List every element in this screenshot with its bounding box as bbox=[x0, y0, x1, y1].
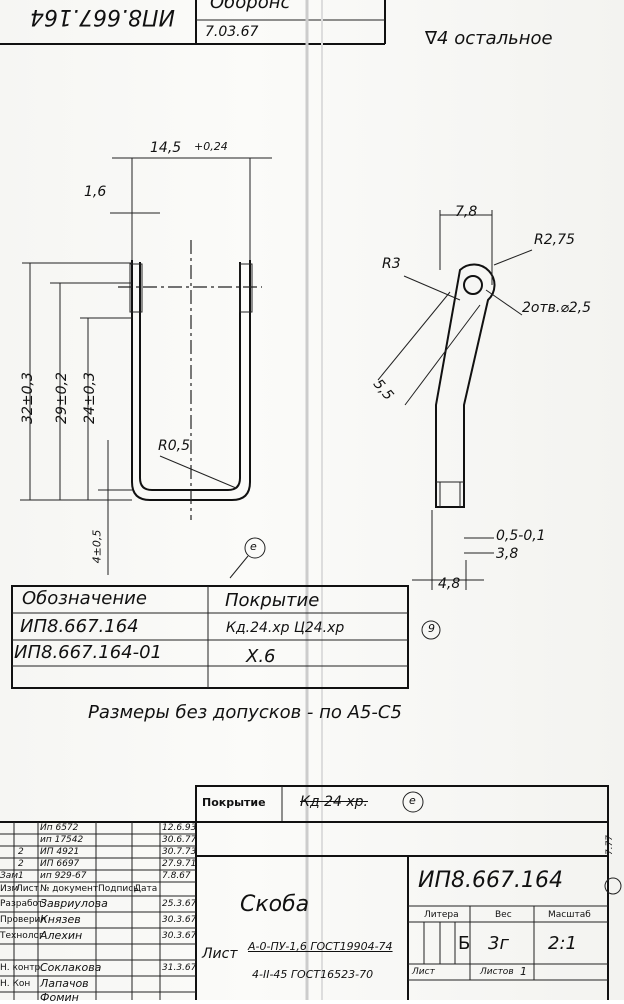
material-label: Лист bbox=[202, 946, 238, 962]
change-row-1-date: 12.6.93 bbox=[162, 823, 197, 833]
role-5-name: Лапачов bbox=[40, 977, 89, 990]
change-row-3-date: 30.7.73 bbox=[162, 847, 197, 857]
title-designation: ИП8.667.164 bbox=[418, 868, 563, 893]
role-2-name: Князев bbox=[40, 913, 81, 926]
litera-header: Литера bbox=[424, 910, 459, 920]
role-4-title: Н. контр bbox=[0, 963, 41, 973]
role-3-title: Технолог bbox=[0, 931, 44, 941]
change-row-4-doc: ИП 6697 bbox=[40, 859, 80, 869]
table-row-1-coating: Кд.24.хр Ц24.хр bbox=[226, 620, 345, 636]
change-row-2-date: 30.6.77 bbox=[162, 835, 197, 845]
dim-bottom: 4±0,5 bbox=[90, 529, 104, 564]
table-header-coating: Покрытие bbox=[225, 590, 320, 611]
tolerance-note: Размеры без допусков - по A5-C5 bbox=[88, 702, 402, 723]
role-2-title: Проверил bbox=[0, 915, 47, 925]
role-4-date: 31.3.67 bbox=[162, 963, 197, 973]
change-header-sheet: Лист bbox=[16, 884, 39, 894]
surface-note: ∇4 остальное bbox=[425, 28, 553, 49]
change-header-change: Изм bbox=[0, 884, 19, 894]
material-line-2: 4-II-45 ГОСТ16523-70 bbox=[252, 968, 374, 981]
material-line-1: А-0-ПУ-1,6 ГОСТ19904-74 bbox=[248, 940, 393, 953]
cover-label: Покрытие bbox=[202, 796, 266, 809]
dim-thickness: 1,6 bbox=[84, 184, 107, 200]
change-row-5-change: Зам bbox=[0, 871, 19, 881]
role-2-date: 30.3.67 bbox=[162, 915, 197, 925]
table-header-designation: Обозначение bbox=[22, 588, 147, 609]
dim-48: 4,8 bbox=[438, 576, 461, 592]
change-header-doc: № документ bbox=[40, 884, 99, 894]
dim-05: 0,5-0,1 bbox=[496, 528, 546, 544]
role-1-title: Разработ. bbox=[0, 899, 47, 909]
change-header-date: Дата bbox=[134, 884, 158, 894]
sheet-label: Лист bbox=[412, 967, 435, 977]
sheets-value: 1 bbox=[520, 965, 527, 978]
change-row-2-doc: ип 17542 bbox=[40, 835, 84, 845]
change-row-5-sheet: 1 bbox=[18, 871, 24, 881]
scale-header: Масштаб bbox=[548, 910, 591, 920]
dim-side-78: 7,8 bbox=[455, 204, 478, 220]
stamp-date: 7.03.67 bbox=[205, 24, 259, 40]
role-3-name: Алехин bbox=[40, 929, 83, 942]
dim-radius-275: R2,75 bbox=[534, 232, 575, 248]
side-date: 7.77 bbox=[605, 834, 616, 856]
role-1-name: Завриулова bbox=[40, 897, 108, 910]
change-row-4-sheet: 2 bbox=[18, 859, 24, 869]
dim-width-tol: +0,24 bbox=[194, 140, 228, 153]
dim-radius-inner: R0,5 bbox=[158, 438, 190, 454]
cover-callout-e: е bbox=[409, 794, 416, 807]
change-row-1-doc: Ип 6572 bbox=[40, 823, 79, 833]
role-4-name: Соклакова bbox=[40, 961, 102, 974]
change-row-4-date: 27.9.71 bbox=[162, 859, 197, 869]
dim-height-29: 29±0,2 bbox=[53, 372, 70, 424]
change-row-5-date: 7.8.67 bbox=[162, 871, 191, 881]
litera-value: Б bbox=[458, 933, 471, 954]
change-row-3-doc: ИП 4921 bbox=[40, 847, 80, 857]
dim-hole: 2отв.⌀2,5 bbox=[522, 300, 592, 316]
dim-height-32: 32±0,3 bbox=[19, 372, 36, 424]
stamp-signature: Оборонс bbox=[210, 0, 291, 13]
role-3-date: 30.3.67 bbox=[162, 931, 197, 941]
weight-value: 3г bbox=[488, 933, 509, 954]
table-row-2-coating: Х.6 bbox=[246, 646, 276, 667]
change-header-sign: Подпись bbox=[98, 884, 139, 894]
callout-9-marker: 9 bbox=[428, 622, 435, 635]
dim-width: 14,5 bbox=[150, 140, 182, 156]
callout-e-marker: е bbox=[250, 540, 257, 553]
dim-38: 3,8 bbox=[496, 546, 519, 562]
role-1-date: 25.3.67 bbox=[162, 899, 197, 909]
scale-value: 2:1 bbox=[548, 933, 577, 954]
table-row-1-designation: ИП8.667.164 bbox=[20, 616, 139, 637]
weight-header: Вес bbox=[495, 910, 512, 920]
title-name: Скоба bbox=[240, 892, 310, 917]
dim-height-24: 24±0,3 bbox=[81, 372, 98, 424]
role-5-title: Н. Кон bbox=[0, 979, 31, 989]
dim-radius-3: R3 bbox=[382, 256, 401, 272]
change-row-5-doc: ип 929-67 bbox=[40, 871, 87, 881]
table-row-2-designation: ИП8.667.164-01 bbox=[14, 642, 163, 663]
stamp-doc-number: ИП8.667.164 bbox=[30, 4, 175, 29]
sheets-label: Листов bbox=[480, 967, 514, 977]
change-row-3-sheet: 2 bbox=[18, 847, 24, 857]
cover-value: Кд 24 хр. bbox=[300, 794, 368, 810]
role-6-name: Фомин bbox=[40, 991, 79, 1004]
